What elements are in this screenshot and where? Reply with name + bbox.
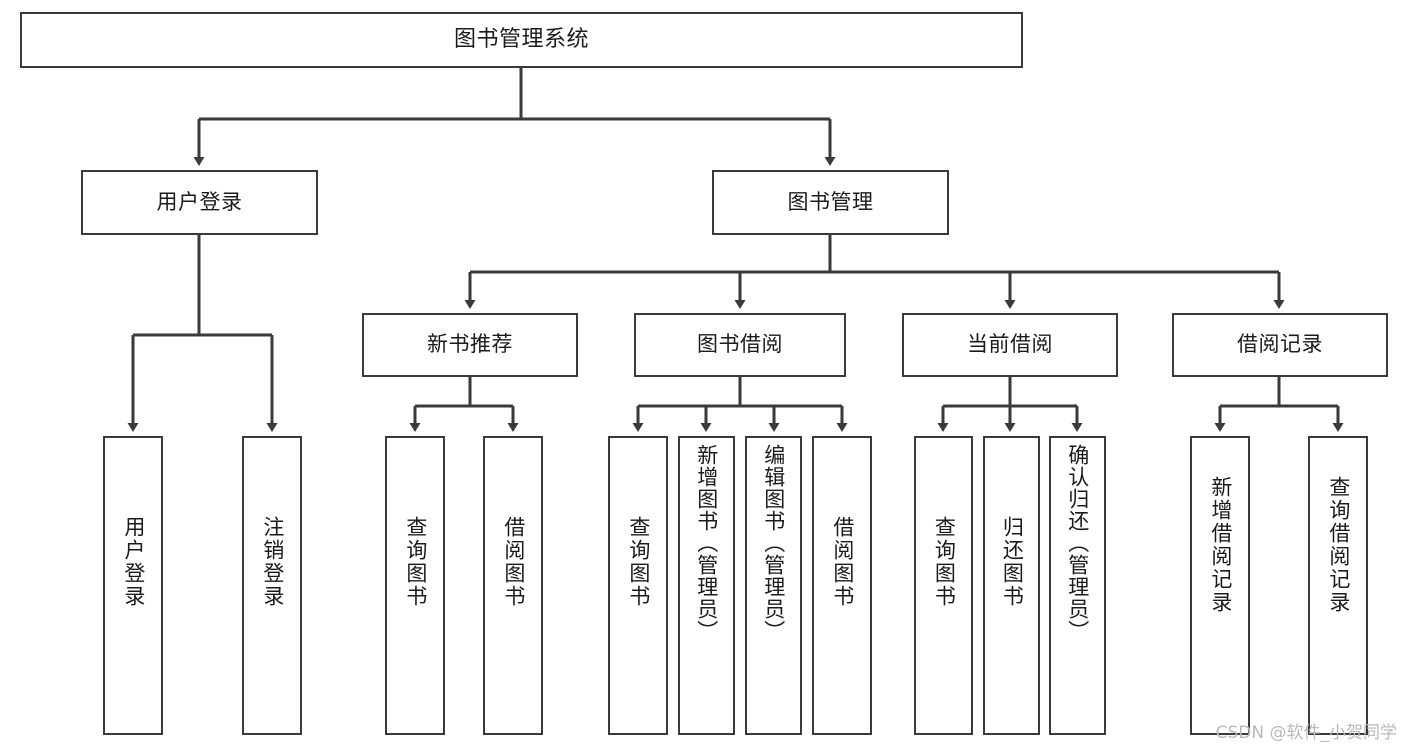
node-label: 注销登录 [260, 516, 285, 608]
node-label: 查询图书 [626, 516, 651, 608]
node-label: 编辑图书（管理员） [761, 444, 786, 642]
node-label: 新增图书（管理员） [694, 444, 719, 642]
node-user-login[interactable]: 用户登录 [81, 170, 318, 235]
node-label: 借阅图书 [501, 516, 526, 608]
leaf-logout[interactable]: 注销登录 [242, 436, 302, 735]
leaf-confirm-return-admin[interactable]: 确认归还（管理员） [1049, 436, 1106, 735]
node-label: 查询图书 [403, 516, 428, 608]
node-root-system[interactable]: 图书管理系统 [20, 12, 1023, 68]
node-label: 图书借阅 [697, 332, 783, 357]
node-new-book-recommend[interactable]: 新书推荐 [362, 313, 578, 377]
node-label: 查询图书 [932, 516, 957, 608]
leaf-user-login[interactable]: 用户登录 [103, 436, 163, 735]
node-label: 查询借阅记录 [1326, 476, 1351, 614]
leaf-borrow-books[interactable]: 借阅图书 [812, 436, 872, 735]
leaf-query-borrow-record[interactable]: 查询借阅记录 [1308, 436, 1368, 735]
node-label: 图书管理 [787, 189, 874, 214]
leaf-query-books-borrow[interactable]: 查询图书 [608, 436, 668, 735]
node-label: 图书管理系统 [453, 26, 589, 52]
watermark-text: CSDN @软件_小贺同学 [1215, 723, 1397, 743]
node-label: 归还图书 [1000, 516, 1025, 608]
leaf-add-borrow-record[interactable]: 新增借阅记录 [1190, 436, 1250, 735]
node-borrow-records[interactable]: 借阅记录 [1172, 313, 1388, 377]
node-label: 确认归还（管理员） [1065, 444, 1090, 642]
leaf-add-book-admin[interactable]: 新增图书（管理员） [678, 436, 735, 735]
leaf-query-books-recommend[interactable]: 查询图书 [385, 436, 445, 735]
node-label: 用户登录 [156, 189, 243, 214]
leaf-edit-book-admin[interactable]: 编辑图书（管理员） [745, 436, 802, 735]
node-book-borrow[interactable]: 图书借阅 [634, 313, 846, 377]
leaf-return-books[interactable]: 归还图书 [983, 436, 1040, 735]
leaf-borrow-books-recommend[interactable]: 借阅图书 [483, 436, 543, 735]
node-book-management[interactable]: 图书管理 [712, 170, 949, 235]
node-current-borrow[interactable]: 当前借阅 [902, 313, 1118, 377]
node-label: 新书推荐 [427, 332, 513, 357]
node-label: 借阅记录 [1237, 332, 1323, 357]
node-label: 新增借阅记录 [1208, 476, 1233, 614]
node-label: 借阅图书 [830, 516, 855, 608]
leaf-query-books-current[interactable]: 查询图书 [914, 436, 973, 735]
node-label: 用户登录 [121, 516, 146, 608]
node-label: 当前借阅 [967, 332, 1053, 357]
